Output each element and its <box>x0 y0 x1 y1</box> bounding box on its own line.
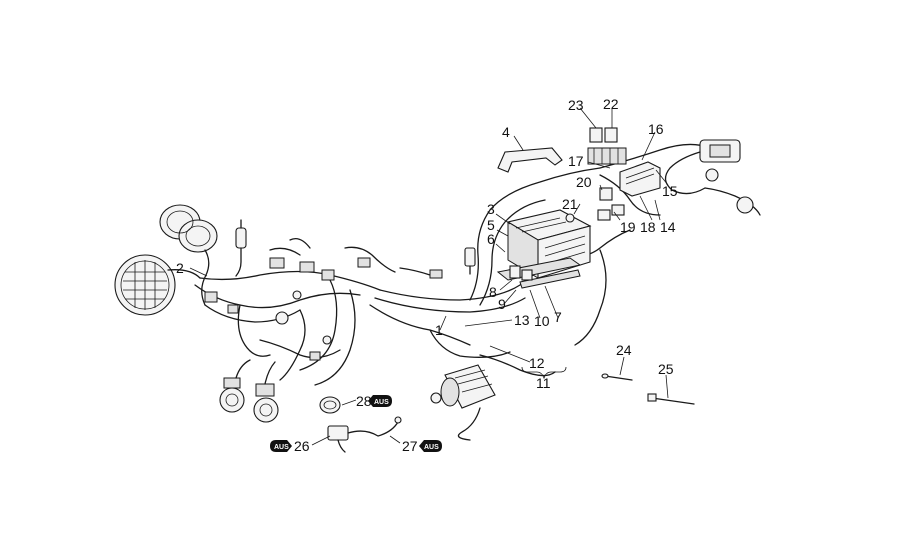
sensor <box>464 247 476 275</box>
callout-23: 23 <box>568 97 584 113</box>
callout-17: 17 <box>568 153 584 169</box>
bracket-11-12 <box>521 366 567 380</box>
callout-13: 13 <box>514 312 530 328</box>
headlamp <box>114 254 201 316</box>
callout-labels: 2 4 3 5 6 8 9 10 7 1 13 12 11 23 22 16 1… <box>176 96 678 454</box>
aus-part-26-27 <box>327 416 402 453</box>
callout-1: 1 <box>435 322 443 338</box>
callout-21: 21 <box>562 196 578 212</box>
callout-18: 18 <box>640 219 656 235</box>
callout-28: 28 <box>356 393 372 409</box>
bulb-socket <box>235 219 247 277</box>
starter-motor <box>430 364 496 441</box>
cable-clamp <box>647 393 695 405</box>
aus-badge-28-text: AUS <box>374 399 389 406</box>
ignition-switch-assembly <box>664 139 761 216</box>
callout-24: 24 <box>616 342 632 358</box>
callout-16: 16 <box>648 121 664 137</box>
relay-small <box>509 265 533 281</box>
callout-14: 14 <box>660 219 676 235</box>
callout-11: 11 <box>536 375 551 391</box>
callout-3: 3 <box>487 201 495 217</box>
callout-2: 2 <box>176 260 184 276</box>
leader-lines <box>189 107 669 446</box>
callout-12: 12 <box>529 355 545 371</box>
fuse-box <box>619 161 661 197</box>
callout-10: 10 <box>534 313 550 329</box>
fuse-holders <box>565 187 625 223</box>
callout-27: 27 <box>402 438 418 454</box>
callout-26: 26 <box>294 438 310 454</box>
aus-badge-26-text: AUS <box>274 444 289 451</box>
instrument-cluster <box>159 204 218 306</box>
callout-9: 9 <box>498 296 506 312</box>
relays <box>587 127 627 165</box>
front-wiring-harness <box>194 237 443 386</box>
aus-badge-27-text: AUS <box>424 444 439 451</box>
cable-tie <box>601 373 633 381</box>
horns <box>219 359 279 423</box>
aus-part-28 <box>319 396 341 414</box>
aus-badge-26: AUS <box>270 440 292 452</box>
grab-handle <box>497 147 563 173</box>
aus-badge-27: AUS <box>419 440 442 452</box>
callout-22: 22 <box>603 96 619 112</box>
callout-5: 5 <box>487 217 495 233</box>
callout-6: 6 <box>487 231 495 247</box>
callout-20: 20 <box>576 174 592 190</box>
callout-25: 25 <box>658 361 674 377</box>
callout-15: 15 <box>662 183 678 199</box>
aus-badge-28: AUS <box>368 395 392 407</box>
callout-8: 8 <box>489 284 497 300</box>
callout-19: 19 <box>620 219 636 235</box>
callout-4: 4 <box>502 124 510 140</box>
callout-7: 7 <box>554 309 562 325</box>
